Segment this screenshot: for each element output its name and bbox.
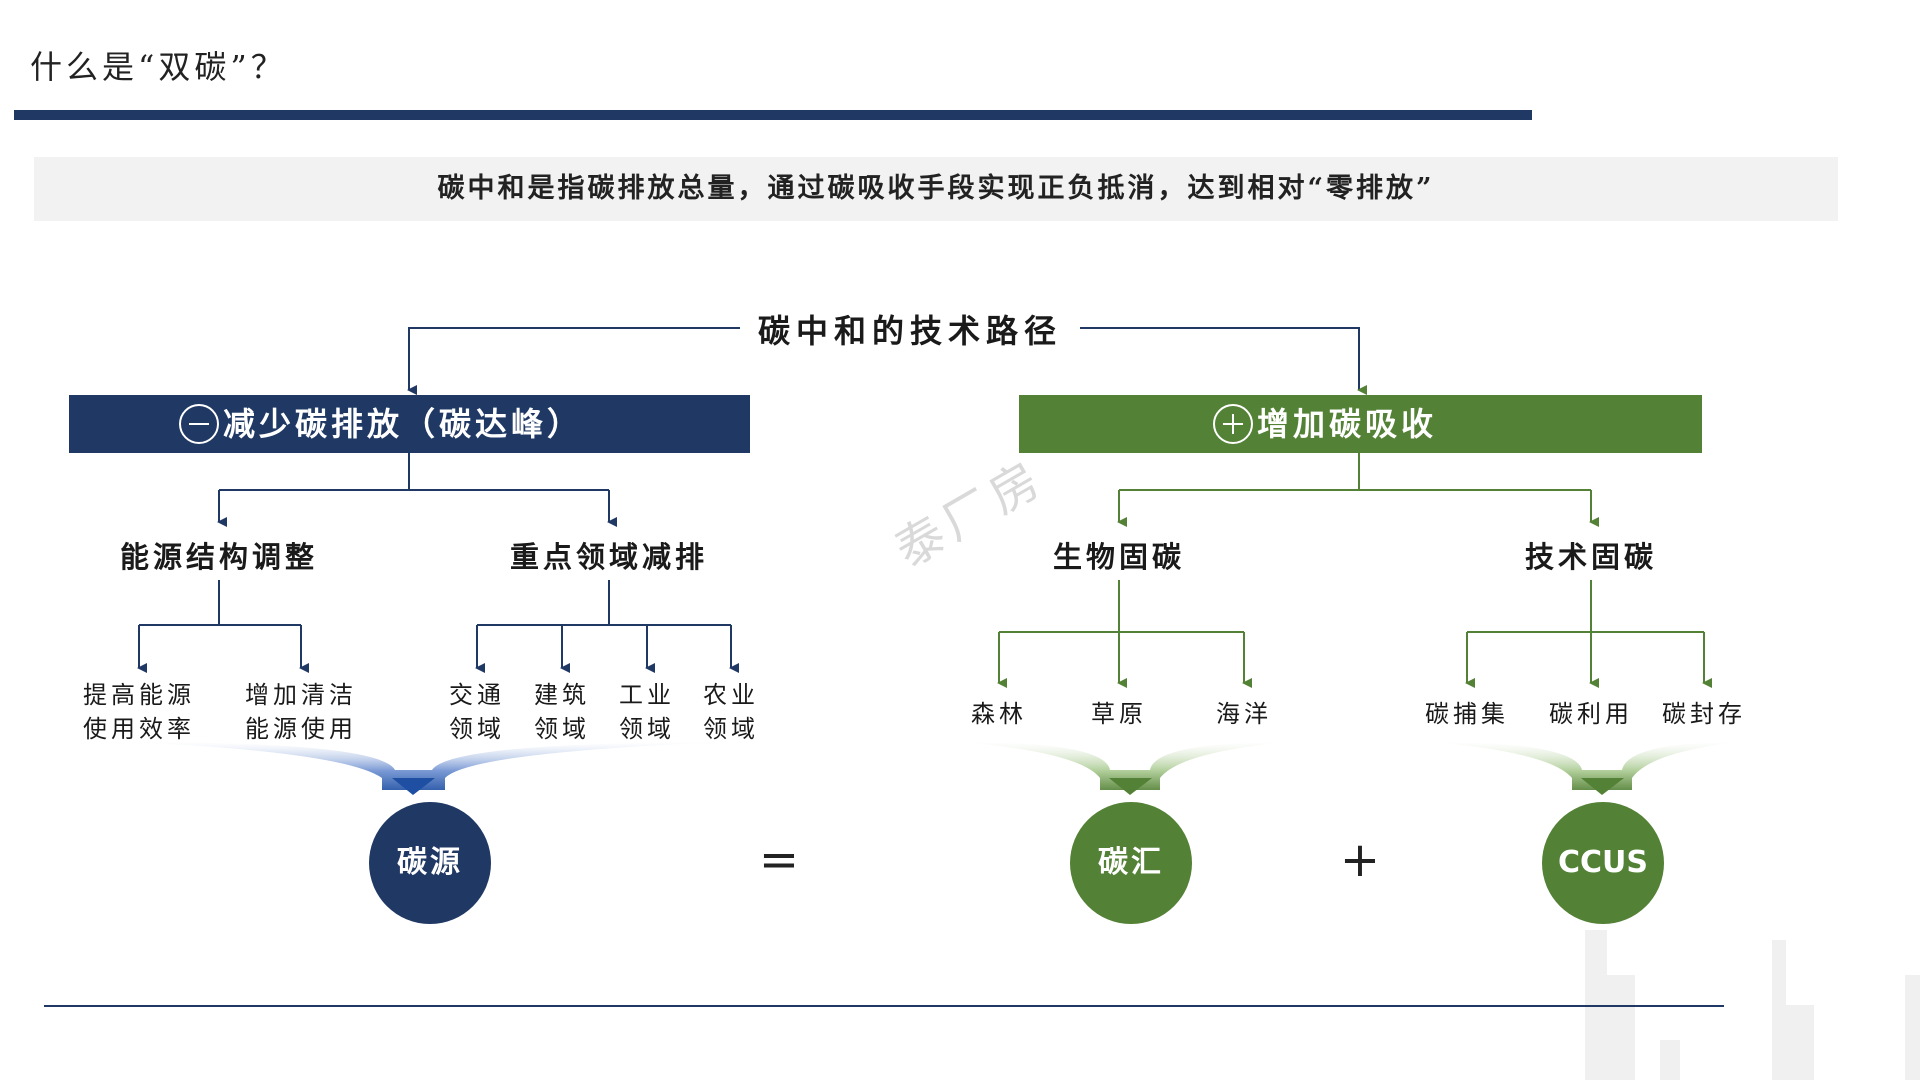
root-node-label: 碳中和的技术路径: [740, 306, 1080, 352]
branch-left-label: 减少碳排放（碳达峰）: [223, 405, 584, 443]
carbon-source-circle: 碳源: [369, 802, 491, 924]
plus-sign: +: [1339, 832, 1381, 888]
leaf-ocean: 海洋: [1216, 700, 1272, 728]
plus-circle-icon: [1213, 403, 1253, 444]
branch-reduce-emissions: 减少碳排放（碳达峰）: [69, 395, 750, 453]
category-energy-structure: 能源结构调整: [119, 540, 318, 574]
leaf-forest: 森林: [971, 700, 1027, 728]
carbon-sink-circle: 碳汇: [1070, 802, 1192, 924]
leaf-storage: 碳封存: [1662, 700, 1746, 728]
right-branch-connector: [997, 453, 1712, 688]
minus-circle-icon: [179, 403, 219, 444]
bottom-divider: [44, 1005, 1724, 1007]
equals-sign: =: [758, 832, 800, 888]
leaf-capture: 碳捕集: [1425, 700, 1509, 728]
left-branch-connector: [137, 453, 739, 673]
leaf-utilization: 碳利用: [1549, 700, 1633, 728]
leaf-agriculture: 农业 领域: [703, 681, 759, 743]
leaf-transport: 交通 领域: [449, 681, 505, 743]
funnel-sink: [960, 742, 1290, 795]
decorative-blocks: [1585, 930, 1920, 1080]
funnel-ccus: [1430, 742, 1740, 795]
page-title: 什么是“双碳”？: [30, 48, 287, 86]
ccus-circle: CCUS: [1542, 802, 1664, 924]
category-key-sectors: 重点领域减排: [509, 540, 708, 574]
leaf-building: 建筑 领域: [534, 681, 590, 743]
funnel-source: [130, 742, 730, 795]
leaf-industry: 工业 领域: [619, 681, 675, 743]
leaf-efficiency: 提高能源 使用效率: [83, 681, 195, 743]
branch-right-label: 增加碳吸收: [1257, 405, 1438, 443]
leaf-grassland: 草原: [1091, 700, 1147, 728]
branch-increase-absorption: 增加碳吸收: [1019, 395, 1702, 453]
subtitle-text: 碳中和是指碳排放总量，通过碳吸收手段实现正负抵消，达到相对“零排放”: [437, 173, 1435, 204]
title-underline-bar: [14, 110, 1532, 120]
subtitle-band: [34, 157, 1838, 221]
root-connector: [407, 327, 1367, 395]
category-bio-sequestration: 生物固碳: [1052, 540, 1185, 574]
leaf-clean-energy: 增加清洁 能源使用: [245, 681, 357, 743]
category-tech-sequestration: 技术固碳: [1524, 540, 1657, 574]
